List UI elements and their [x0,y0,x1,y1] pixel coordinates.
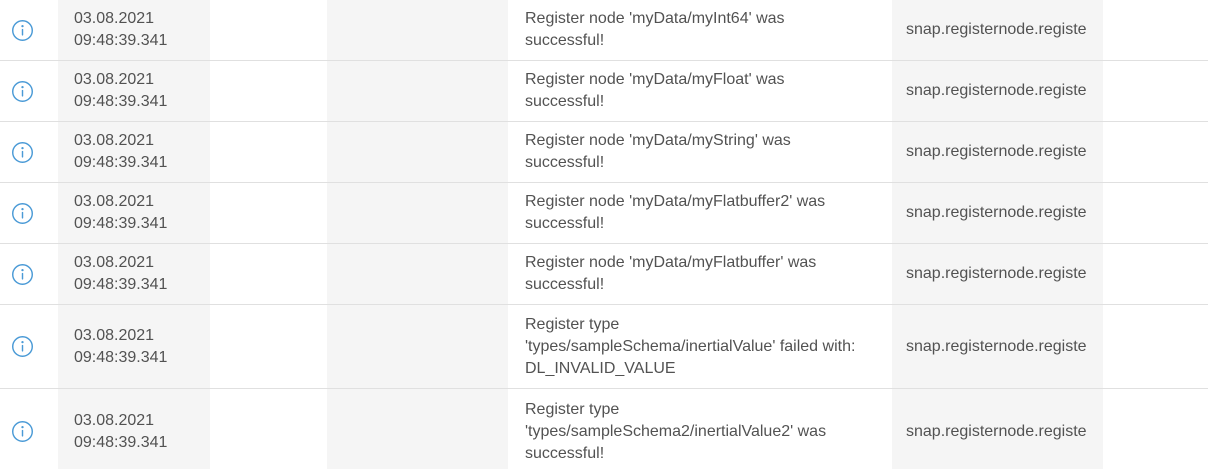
cell-source: snap.registernode.registe [892,244,1103,304]
cell-timestamp: 03.08.2021 09:48:39.341 [58,305,210,388]
source-text: snap.registernode.registe [906,337,1087,355]
timestamp-text: 03.08.2021 09:48:39.341 [74,193,168,232]
cell-status [0,122,58,182]
cell-message: Register node 'myData/myFlatbuffer2' was… [508,183,892,243]
cell-filler [1103,389,1208,469]
cell-filler [1103,244,1208,304]
source-text: snap.registernode.registe [906,21,1087,38]
cell-filler [1103,61,1208,121]
cell-empty [327,122,508,182]
cell-status [0,61,58,121]
cell-source: snap.registernode.registe [892,389,1103,469]
table-row[interactable]: 03.08.2021 09:48:39.341 Register type 't… [0,388,1208,469]
cell-filler [1103,122,1208,182]
cell-status [0,0,58,60]
cell-filler [1103,183,1208,243]
cell-empty [210,183,327,243]
info-icon[interactable] [11,202,34,225]
info-icon[interactable] [11,335,34,358]
source-text: snap.registernode.registe [906,422,1087,440]
table-row[interactable]: 03.08.2021 09:48:39.341 Register node 'm… [0,182,1208,243]
table-row[interactable]: 03.08.2021 09:48:39.341 Register node 'm… [0,243,1208,304]
cell-message: Register node 'myData/myInt64' was succe… [508,0,892,60]
source-text: snap.registernode.registe [906,143,1087,160]
table-row[interactable]: 03.08.2021 09:48:39.341 Register type 't… [0,304,1208,388]
message-text: Register node 'myData/myFlatbuffer' was … [525,254,817,293]
cell-empty [327,389,508,469]
cell-message: Register type 'types/sampleSchema/inerti… [508,305,892,388]
source-text: snap.registernode.registe [906,265,1087,282]
info-icon[interactable] [11,19,34,42]
cell-message: Register node 'myData/myFlatbuffer' was … [508,244,892,304]
cell-status [0,389,58,469]
cell-empty [327,305,508,388]
cell-timestamp: 03.08.2021 09:48:39.341 [58,244,210,304]
info-icon[interactable] [11,80,34,103]
timestamp-text: 03.08.2021 09:48:39.341 [74,132,168,171]
cell-source: snap.registernode.registe [892,183,1103,243]
cell-message: Register node 'myData/myFloat' was succe… [508,61,892,121]
cell-timestamp: 03.08.2021 09:48:39.341 [58,61,210,121]
source-text: snap.registernode.registe [906,82,1087,99]
table-row[interactable]: 03.08.2021 09:48:39.341 Register node 'm… [0,60,1208,121]
timestamp-text: 03.08.2021 09:48:39.341 [74,411,168,451]
message-text: Register node 'myData/myString' was succ… [525,132,791,171]
cell-status [0,305,58,388]
cell-source: snap.registernode.registe [892,122,1103,182]
cell-message: Register type 'types/sampleSchema2/inert… [508,389,892,469]
timestamp-text: 03.08.2021 09:48:39.341 [74,71,168,110]
cell-filler [1103,305,1208,388]
source-text: snap.registernode.registe [906,204,1087,221]
timestamp-text: 03.08.2021 09:48:39.341 [74,254,168,293]
cell-empty [327,0,508,60]
cell-timestamp: 03.08.2021 09:48:39.341 [58,183,210,243]
table-row[interactable]: 03.08.2021 09:48:39.341 Register node 'm… [0,121,1208,182]
cell-empty [210,305,327,388]
cell-timestamp: 03.08.2021 09:48:39.341 [58,122,210,182]
cell-empty [327,61,508,121]
message-text: Register node 'myData/myInt64' was succe… [525,10,785,49]
message-text: Register type 'types/sampleSchema/inerti… [525,315,856,377]
cell-empty [210,0,327,60]
cell-empty [210,61,327,121]
info-icon[interactable] [11,420,34,443]
timestamp-text: 03.08.2021 09:48:39.341 [74,10,168,49]
table-row[interactable]: 03.08.2021 09:48:39.341 Register node 'm… [0,0,1208,60]
cell-source: snap.registernode.registe [892,0,1103,60]
message-text: Register node 'myData/myFloat' was succe… [525,71,785,110]
cell-empty [210,389,327,469]
cell-source: snap.registernode.registe [892,61,1103,121]
cell-timestamp: 03.08.2021 09:48:39.341 [58,0,210,60]
info-icon[interactable] [11,141,34,164]
cell-empty [327,183,508,243]
cell-source: snap.registernode.registe [892,305,1103,388]
cell-status [0,183,58,243]
cell-empty [210,122,327,182]
cell-message: Register node 'myData/myString' was succ… [508,122,892,182]
cell-empty [327,244,508,304]
timestamp-text: 03.08.2021 09:48:39.341 [74,326,168,366]
cell-timestamp: 03.08.2021 09:48:39.341 [58,389,210,469]
cell-filler [1103,0,1208,60]
cell-empty [210,244,327,304]
message-text: Register type 'types/sampleSchema2/inert… [525,400,827,462]
message-text: Register node 'myData/myFlatbuffer2' was… [525,193,826,232]
info-icon[interactable] [11,263,34,286]
cell-status [0,244,58,304]
